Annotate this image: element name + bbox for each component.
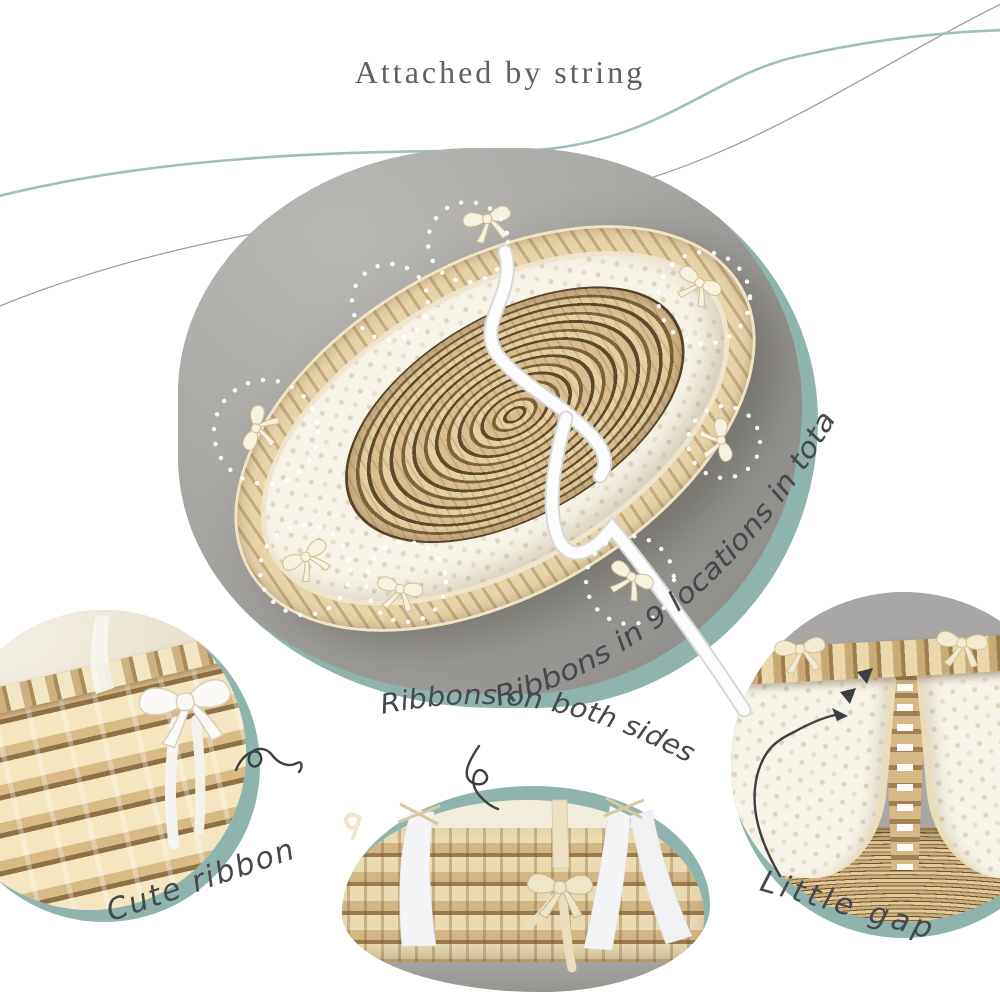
gap-stitches — [897, 644, 913, 870]
ribbon-closeup-circle — [0, 610, 260, 922]
page-title: Attached by string — [354, 54, 646, 90]
basket-side-blob — [342, 786, 710, 992]
basket-side-photo — [342, 800, 704, 992]
basket-braided-rim — [0, 621, 246, 746]
main-photo-blob — [178, 148, 818, 708]
moses-basket — [178, 148, 802, 694]
floor — [342, 962, 704, 992]
basket-top-view-photo — [178, 148, 802, 694]
basket-side-weave — [342, 828, 704, 966]
